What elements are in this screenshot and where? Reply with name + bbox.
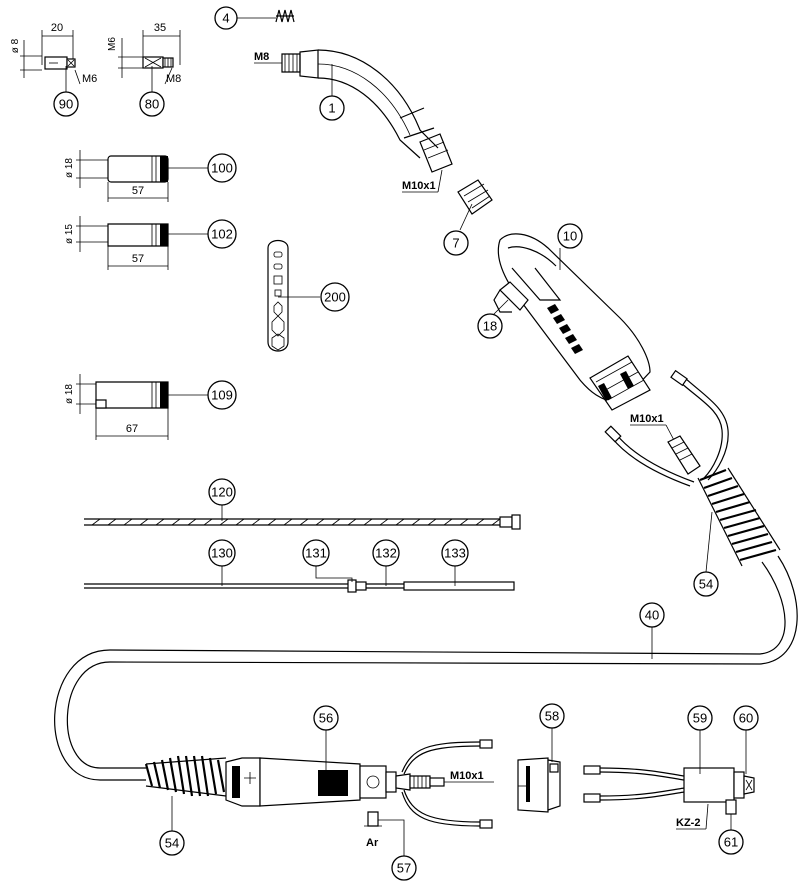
part-100-nozzle: ø 18 57	[64, 150, 208, 202]
callout-61: 61	[718, 829, 744, 855]
neck-thread-label: M8	[254, 51, 269, 63]
callout-57: 57	[391, 855, 417, 881]
callout-10: 10	[557, 223, 583, 249]
svg-text:7: 7	[452, 236, 459, 251]
connector-thread-label: M10x1	[450, 770, 484, 782]
svg-text:132: 132	[375, 546, 397, 561]
dim-100-diameter: ø 18	[64, 158, 75, 178]
part-1-swan-neck: M8	[254, 49, 453, 173]
callout-1: 1	[319, 95, 345, 121]
svg-text:61: 61	[724, 835, 738, 850]
callout-4: 4	[214, 6, 238, 30]
svg-text:130: 130	[211, 546, 233, 561]
part-200-wrench	[267, 239, 320, 352]
handle-connector: M10x1	[604, 369, 729, 487]
callout-58: 58	[539, 703, 565, 729]
dim-109-length: 67	[126, 423, 138, 435]
callout-7: 7	[443, 230, 469, 256]
gas-symbol: Ar	[366, 837, 379, 849]
part-4-spring	[236, 9, 295, 23]
dim-102-diameter: ø 15	[64, 224, 75, 244]
part-120-liner	[84, 504, 521, 530]
callout-80: 80	[139, 91, 165, 117]
callout-18: 18	[477, 313, 503, 339]
svg-text:133: 133	[444, 546, 466, 561]
part-18-trigger	[491, 281, 529, 317]
part-54-spring-guard-bottom	[144, 755, 227, 832]
dim-80-thread-size: M6	[107, 37, 118, 51]
part-57-gas-fitting: Ar	[364, 811, 405, 856]
svg-text:54: 54	[699, 577, 713, 592]
svg-text:10: 10	[563, 229, 577, 244]
svg-text:90: 90	[59, 97, 73, 112]
dim-90-diameter: ø 8	[10, 38, 21, 53]
svg-text:57: 57	[397, 861, 411, 876]
part-7-nut	[457, 179, 493, 231]
part-90-drawing: 20 ø 8 M6	[10, 22, 97, 92]
part-59-control-plug	[583, 730, 735, 803]
svg-text:1: 1	[328, 101, 335, 116]
callout-54-bottom: 54	[159, 830, 185, 856]
callout-109: 109	[207, 380, 237, 410]
part-130-liner-assembly	[84, 566, 515, 593]
central-connector-pin: M10x1	[395, 739, 494, 829]
dim-102-length: 57	[132, 253, 144, 265]
callout-40: 40	[639, 602, 665, 628]
callout-200: 200	[320, 282, 350, 312]
dim-100-length: 57	[132, 185, 144, 197]
part-40-hose	[54, 555, 798, 781]
part-60-plug-tip	[733, 730, 755, 799]
svg-text:KZ-2: KZ-2	[676, 817, 700, 829]
part-61-plug-pin	[725, 799, 737, 830]
callout-130: 130	[208, 539, 236, 567]
svg-text:109: 109	[211, 388, 233, 403]
callout-60: 60	[733, 705, 759, 731]
neck-thread2-label: M10x1	[402, 180, 436, 192]
part-80-drawing: 35 M6 M8	[107, 22, 181, 92]
svg-text:18: 18	[483, 319, 497, 334]
callout-120: 120	[208, 478, 236, 506]
callout-132: 132	[372, 539, 400, 567]
svg-text:40: 40	[645, 608, 659, 623]
svg-text:102: 102	[211, 227, 233, 242]
svg-text:54: 54	[165, 836, 179, 851]
part-54-spring-guard-top	[697, 467, 781, 573]
part-58-union-nut	[517, 728, 561, 813]
dim-80-thread: M8	[166, 73, 181, 85]
svg-text:200: 200	[324, 290, 346, 305]
svg-text:4: 4	[222, 11, 229, 26]
dim-90-length: 20	[51, 22, 63, 34]
svg-text:56: 56	[319, 711, 333, 726]
svg-text:131: 131	[305, 546, 327, 561]
callout-56: 56	[313, 705, 339, 731]
plug-code-label: KZ-2	[676, 803, 709, 830]
dim-90-thread: M6	[82, 73, 97, 85]
part-102-nozzle: ø 15 57	[64, 216, 208, 270]
svg-text:120: 120	[211, 485, 233, 500]
callout-54-top: 54	[693, 571, 719, 597]
part-10-handle	[497, 233, 651, 411]
svg-text:80: 80	[145, 97, 159, 112]
svg-text:100: 100	[211, 161, 233, 176]
handle-thread-label: M10x1	[630, 413, 664, 425]
callout-131: 131	[302, 539, 330, 567]
part-56-connector-body	[225, 730, 397, 807]
svg-text:60: 60	[739, 711, 753, 726]
callout-100: 100	[207, 153, 237, 183]
part-109-nozzle: ø 18 67	[64, 374, 208, 440]
callout-90: 90	[53, 91, 79, 117]
callout-133: 133	[441, 539, 469, 567]
callout-102: 102	[207, 219, 237, 249]
dim-109-diameter: ø 18	[64, 384, 75, 404]
svg-text:59: 59	[693, 711, 707, 726]
callout-59: 59	[687, 705, 713, 731]
svg-text:58: 58	[545, 709, 559, 724]
dim-80-length: 35	[154, 22, 166, 34]
